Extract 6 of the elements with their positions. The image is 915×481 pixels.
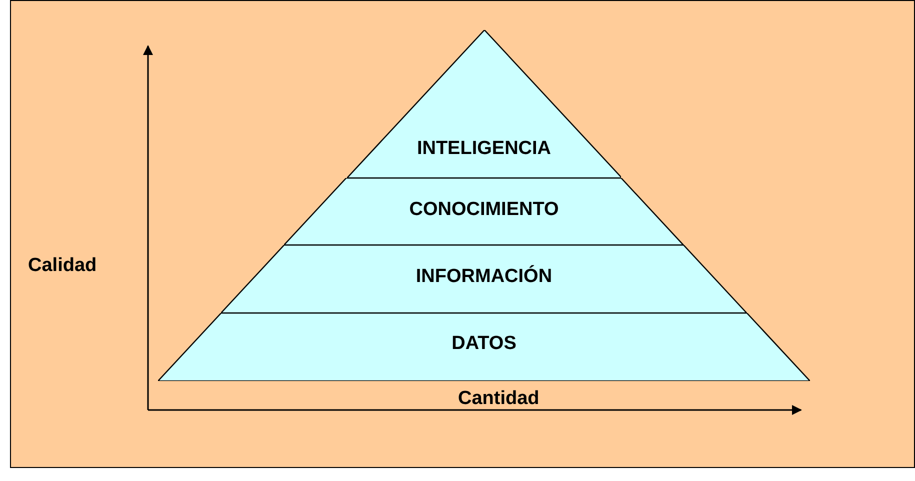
level-label: INFORMACIÓN [414, 266, 554, 288]
level-label: DATOS [450, 333, 518, 355]
axis-label: Cantidad [458, 388, 540, 410]
axis-label: Calidad [28, 255, 97, 277]
level-label: CONOCIMIENTO [408, 199, 560, 221]
level-label: INTELIGENCIA [416, 138, 552, 160]
